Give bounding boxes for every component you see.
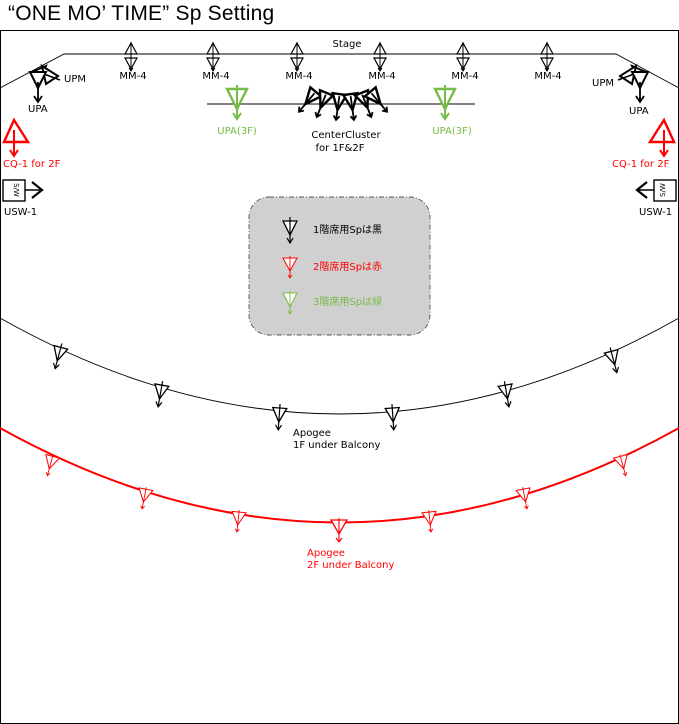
apogee-1f-speaker-1 [47, 341, 70, 372]
apogee-2f-speaker-4 [329, 518, 349, 543]
apogee-2f-speaker-5 [421, 508, 439, 534]
sw-left-label: S/W [12, 183, 20, 197]
diagram-title: “ONE MO’ TIME” Sp Setting [8, 2, 275, 25]
apogee-1f-speaker-4 [384, 402, 402, 432]
mm4-label-1: MM-4 [119, 71, 146, 82]
apogee-2f-speaker-3 [229, 508, 247, 534]
mm4-speaker-6 [540, 41, 554, 72]
upa-left-speaker [28, 71, 48, 104]
mm4-label-2: MM-4 [202, 71, 229, 82]
mm4-speaker-5 [456, 41, 470, 72]
center-cluster-label-2: for 1F&2F [316, 143, 365, 154]
apogee-1f-label-1: Apogee [293, 428, 331, 439]
upa3f-right-speaker [433, 83, 457, 121]
balcony-1f-line [0, 317, 679, 415]
apogee-1f-speaker-2 [150, 379, 171, 409]
upa3f-right-label: UPA(3F) [432, 126, 472, 137]
sw-right-label: S/W [659, 183, 667, 197]
apogee-2f-speaker-7 [612, 452, 633, 478]
cq1-right-speaker [647, 117, 676, 158]
apogee-1f-speaker-5 [496, 379, 517, 409]
legend-label-2: 2階席用Spは赤 [313, 260, 382, 273]
apogee-1f-speaker-3 [270, 402, 288, 432]
mm4-label-5: MM-4 [451, 71, 478, 82]
apogee-2f-label-1: Apogee [307, 548, 345, 559]
stage-outline [0, 53, 679, 89]
upa-right-speaker [630, 71, 650, 104]
apogee-1f-label-2: 1F under Balcony [293, 440, 380, 451]
usw1-left-speaker: S/W [2, 179, 44, 202]
usw1-right-label: USW-1 [639, 207, 672, 218]
mm4-speaker-2 [206, 41, 220, 72]
legend-box: 1階席用Spは黒 2階席用Spは赤 3階席用Spは緑 [248, 196, 431, 336]
upm-right-label: UPM [592, 78, 614, 89]
cq1-left-label: CQ-1 for 2F [3, 159, 61, 170]
mm4-speaker-3 [290, 41, 304, 72]
upa3f-left-speaker [225, 83, 249, 121]
apogee-2f-label-2: 2F under Balcony [307, 560, 394, 571]
center-cluster-label-1: CenterCluster [311, 130, 381, 141]
legend-label-3: 3階席用Spは緑 [313, 295, 382, 308]
mm4-label-4: MM-4 [368, 71, 395, 82]
stage-label: Stage [333, 39, 362, 50]
mm4-speaker-4 [373, 41, 387, 72]
upa-left-label: UPA [28, 104, 48, 115]
legend-green-icon [282, 291, 298, 315]
apogee-1f-speaker-6 [602, 345, 625, 376]
mm4-label-6: MM-4 [534, 71, 561, 82]
cq1-left-speaker [2, 117, 31, 158]
usw1-right-speaker: S/W [635, 179, 677, 202]
upa3f-left-label: UPA(3F) [217, 126, 257, 137]
mm4-label-3: MM-4 [285, 71, 312, 82]
apogee-2f-speaker-6 [515, 485, 535, 511]
usw1-left-label: USW-1 [4, 207, 37, 218]
upa-right-label: UPA [629, 106, 649, 117]
mm4-speaker-1 [124, 41, 138, 72]
upm-left-label: UPM [64, 74, 86, 85]
cq1-right-label: CQ-1 for 2F [612, 159, 670, 170]
legend-label-1: 1階席用Spは黒 [313, 223, 382, 236]
